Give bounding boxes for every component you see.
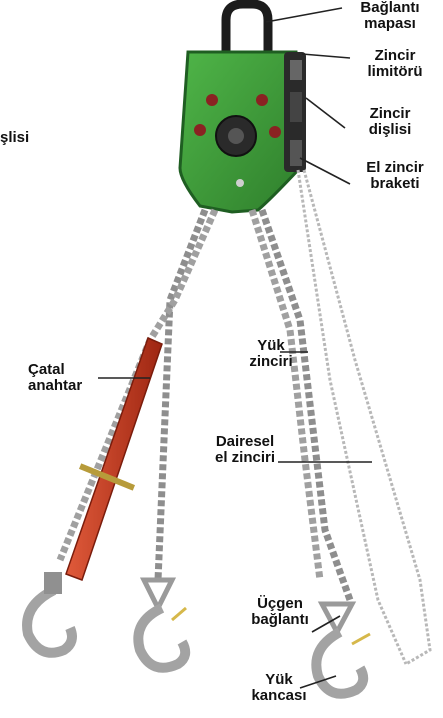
side-mechanism	[284, 52, 306, 172]
label-triangle-link: Üçgen bağlantı	[238, 596, 322, 628]
label-shackle-line2: mapası	[345, 16, 435, 32]
label-load-hook-line1: Yük	[244, 672, 314, 688]
label-partial-left: şlisi	[0, 130, 29, 146]
label-hand-chain-line1: Dairesel	[198, 434, 292, 450]
label-fork-key-line1: Çatal	[28, 362, 82, 378]
hook-left	[27, 572, 72, 653]
label-chain-limiter: Zincir limitörü	[350, 48, 440, 80]
label-shackle: Bağlantı mapası	[345, 0, 435, 34]
label-hand-chain-bracket-line1: El zincir	[350, 160, 440, 176]
hook-right	[316, 632, 370, 694]
label-chain-limiter-line1: Zincir	[350, 48, 440, 64]
label-load-hook-line2: kancası	[244, 688, 314, 704]
label-load-chain: Yük zinciri	[236, 338, 306, 370]
label-load-hook: Yük kancası	[244, 672, 314, 704]
label-triangle-link-line2: bağlantı	[238, 612, 322, 628]
hook-middle	[138, 608, 186, 668]
label-shackle-line1: Bağlantı	[345, 0, 435, 16]
label-load-chain-line2: zinciri	[236, 354, 306, 370]
label-load-chain-line1: Yük	[236, 338, 306, 354]
hand-chain-loop	[298, 170, 430, 664]
label-triangle-link-line1: Üçgen	[238, 596, 322, 612]
hoist-body	[180, 52, 300, 212]
label-hand-chain-bracket-line2: braketi	[350, 176, 440, 192]
triangle-link-left	[144, 580, 172, 608]
label-hand-chain-bracket: El zincir braketi	[350, 160, 440, 192]
label-fork-key-line2: anahtar	[28, 378, 82, 394]
label-chain-sprocket-line2: dişlisi	[345, 122, 435, 138]
label-hand-chain: Dairesel el zinciri	[198, 434, 292, 466]
label-chain-sprocket-line1: Zincir	[345, 106, 435, 122]
label-partial-left-line1: şlisi	[0, 130, 29, 146]
label-hand-chain-line2: el zinciri	[198, 450, 292, 466]
label-chain-limiter-line2: limitörü	[350, 64, 440, 80]
label-chain-sprocket: Zincir dişlisi	[345, 106, 435, 138]
label-fork-key: Çatal anahtar	[28, 362, 82, 394]
load-chains	[60, 210, 350, 600]
